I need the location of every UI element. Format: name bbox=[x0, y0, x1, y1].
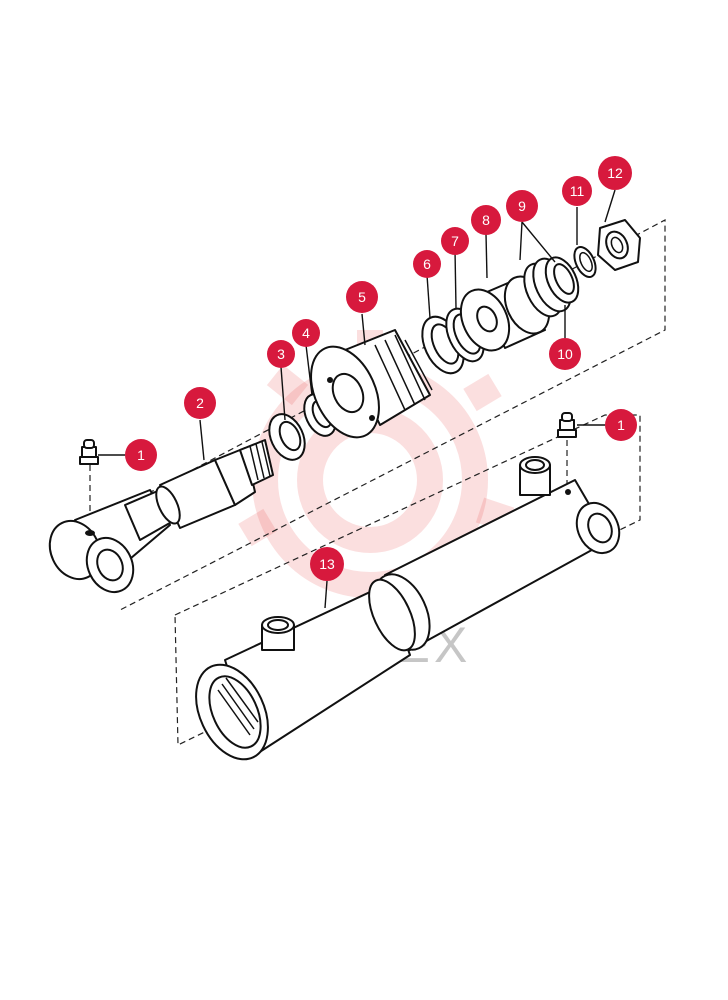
piston-rod bbox=[48, 439, 274, 594]
callout-3-label: 3 bbox=[277, 346, 285, 362]
callout-2-label: 2 bbox=[196, 395, 204, 411]
callout-7: 7 bbox=[441, 227, 469, 255]
callout-1-left: 1 bbox=[125, 439, 157, 471]
callout-5: 5 bbox=[346, 281, 378, 313]
seal-ring-3 bbox=[268, 413, 306, 461]
piston bbox=[459, 275, 551, 352]
callout-1-left-label: 1 bbox=[137, 447, 145, 463]
hex-nut bbox=[597, 219, 641, 271]
callout-13-label: 13 bbox=[319, 556, 335, 572]
callout-10-label: 10 bbox=[557, 346, 573, 362]
callout-7-label: 7 bbox=[451, 233, 459, 249]
cylinder-tube bbox=[195, 456, 621, 761]
callout-1-right: 1 bbox=[605, 409, 637, 441]
cylinder-head bbox=[310, 329, 433, 439]
callout-3: 3 bbox=[267, 340, 295, 368]
callout-2: 2 bbox=[184, 387, 216, 419]
callout-8-label: 8 bbox=[482, 212, 490, 228]
o-ring-11 bbox=[573, 246, 597, 278]
callout-8: 8 bbox=[471, 205, 501, 235]
callout-10: 10 bbox=[549, 338, 581, 370]
callout-12-label: 12 bbox=[607, 165, 623, 181]
callout-12: 12 bbox=[598, 156, 632, 190]
callout-1-right-label: 1 bbox=[617, 417, 625, 433]
grease-nipple-right bbox=[557, 412, 577, 438]
callout-4-label: 4 bbox=[302, 325, 310, 341]
callout-5-label: 5 bbox=[358, 289, 366, 305]
leader-lines bbox=[98, 189, 616, 609]
callout-4: 4 bbox=[292, 319, 320, 347]
callout-11-label: 11 bbox=[570, 183, 585, 199]
callout-9: 9 bbox=[506, 190, 538, 222]
grease-nipple-left bbox=[79, 439, 99, 465]
callout-6-label: 6 bbox=[423, 256, 431, 272]
callout-6: 6 bbox=[413, 250, 441, 278]
piston-seal-set bbox=[523, 256, 580, 318]
callout-13: 13 bbox=[310, 547, 344, 581]
callout-9-label: 9 bbox=[518, 198, 526, 214]
callout-11: 11 bbox=[562, 176, 592, 206]
